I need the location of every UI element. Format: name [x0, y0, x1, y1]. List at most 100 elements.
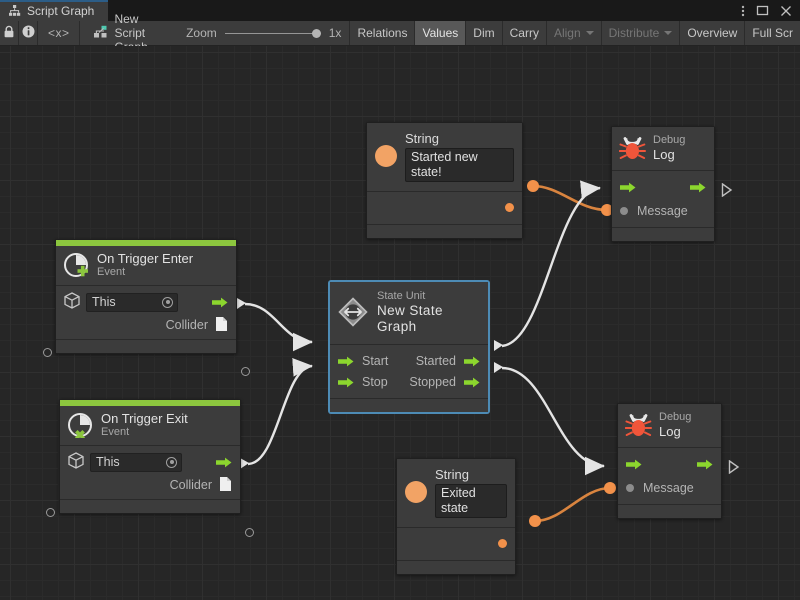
- event-target-input-port-enter[interactable]: [43, 348, 52, 357]
- message-input-port[interactable]: [626, 484, 634, 493]
- target-dropdown[interactable]: This: [86, 292, 178, 312]
- node-debug-log-top[interactable]: Debug Log Message: [611, 126, 715, 243]
- edge-trigger-exit-to-state-stop: [247, 358, 313, 466]
- chevron-down-icon: [585, 31, 594, 35]
- toolbar-button-relations-label: Relations: [357, 26, 408, 40]
- toolbar-button-align[interactable]: Align: [545, 21, 601, 45]
- close-icon[interactable]: [780, 5, 792, 17]
- node-debug-log-bottom[interactable]: Debug Log Message: [617, 403, 722, 520]
- collider-output-external-port-enter[interactable]: [241, 367, 250, 376]
- node-on-trigger-enter[interactable]: On Trigger Enter Event This: [55, 239, 237, 355]
- flow-output-port-stopped[interactable]: [464, 377, 480, 388]
- tab-script-graph[interactable]: Script Graph: [0, 0, 109, 21]
- event-accent-bar: [56, 240, 236, 246]
- graph-hierarchy-icon: [8, 4, 21, 17]
- toolbar-button-values[interactable]: Values: [414, 21, 466, 45]
- document-icon: [215, 316, 228, 335]
- zoom-value: 1x: [328, 26, 342, 40]
- edge-endpoint: [527, 180, 539, 192]
- target-dropdown-value: This: [92, 295, 116, 310]
- node-debug-log-bottom-message-label: Message: [643, 481, 694, 496]
- zoom-control[interactable]: Zoom 1x: [178, 21, 349, 45]
- node-debug-log-top-type: Debug: [653, 134, 686, 146]
- toolbar-button-dim[interactable]: Dim: [465, 21, 502, 45]
- more-options-icon[interactable]: [741, 4, 745, 18]
- flow-output-external-port-top[interactable]: [721, 183, 733, 197]
- code-view-button[interactable]: <x>: [38, 21, 81, 45]
- zoom-slider[interactable]: [224, 27, 321, 40]
- node-string-bottom[interactable]: String Exited state: [396, 458, 516, 575]
- event-plus-icon: [63, 252, 89, 278]
- value-output-port[interactable]: [505, 202, 514, 212]
- toolbar-button-distribute[interactable]: Distribute: [600, 21, 680, 45]
- flow-output-port[interactable]: [216, 457, 232, 468]
- script-graph-icon: [93, 25, 108, 42]
- node-footer: [612, 227, 714, 242]
- graph-canvas[interactable]: String Started new state! Debug Log: [0, 46, 800, 600]
- flow-input-port[interactable]: [626, 459, 642, 470]
- object-picker-icon[interactable]: [166, 456, 177, 468]
- toolbar-button-carry[interactable]: Carry: [501, 21, 546, 45]
- toolbar-button-fullscreen[interactable]: Full Scr: [744, 21, 800, 45]
- node-on-trigger-exit[interactable]: On Trigger Exit Event This: [59, 399, 241, 515]
- gameobject-cube-icon: [64, 292, 80, 312]
- value-output-port[interactable]: [498, 538, 507, 548]
- flow-output-port-started[interactable]: [464, 356, 480, 367]
- edge-string-to-debuglog-top: [532, 184, 608, 212]
- toolbar-button-relations[interactable]: Relations: [349, 21, 415, 45]
- node-state-unit-input-stop: Stop: [362, 375, 388, 390]
- info-icon: [22, 25, 35, 41]
- node-string-top[interactable]: String Started new state!: [366, 122, 523, 239]
- string-circle-icon: [375, 145, 397, 168]
- flow-input-port[interactable]: [620, 182, 636, 193]
- event-target-input-port-exit[interactable]: [46, 508, 55, 517]
- toolbar-button-carry-label: Carry: [509, 26, 539, 40]
- node-footer: [367, 223, 522, 238]
- node-footer: [397, 559, 515, 574]
- collider-output-external-port-exit[interactable]: [245, 528, 254, 537]
- target-dropdown[interactable]: This: [90, 452, 182, 472]
- breadcrumb[interactable]: New Script Graph: [89, 12, 178, 54]
- toolbar-button-overview-label: Overview: [687, 26, 738, 40]
- node-footer: [330, 397, 488, 412]
- toolbar-button-align-label: Align: [553, 26, 581, 40]
- node-on-trigger-enter-type: Event: [97, 266, 126, 279]
- node-string-bottom-value[interactable]: Exited state: [435, 484, 507, 518]
- target-dropdown-value: This: [96, 455, 120, 470]
- toolbar-button-values-label: Values: [422, 26, 459, 40]
- flow-input-port-stop[interactable]: [338, 377, 354, 388]
- flow-output-port[interactable]: [690, 182, 706, 193]
- node-state-unit[interactable]: State Unit New State Graph Start Started: [329, 281, 489, 413]
- toolbar-button-dim-label: Dim: [473, 26, 495, 40]
- toolbar-button-distribute-label: Distribute: [608, 26, 660, 40]
- zoom-slider-knob[interactable]: [311, 28, 321, 38]
- node-state-unit-type: State Unit: [377, 290, 426, 302]
- toolbar-button-overview[interactable]: Overview: [679, 21, 745, 45]
- node-on-trigger-exit-type: Event: [101, 426, 130, 439]
- info-button[interactable]: [19, 21, 39, 45]
- node-debug-log-bottom-name: Log: [659, 423, 681, 439]
- maximize-icon[interactable]: [756, 5, 769, 16]
- node-footer: [60, 499, 240, 514]
- node-string-top-value[interactable]: Started new state!: [405, 148, 514, 182]
- chevron-down-icon: [664, 31, 673, 35]
- object-picker-icon[interactable]: [162, 296, 173, 308]
- node-on-trigger-exit-collider-label: Collider: [169, 478, 212, 493]
- document-icon: [219, 476, 232, 495]
- flow-input-port-start[interactable]: [338, 356, 354, 367]
- node-debug-log-bottom-type: Debug: [659, 411, 692, 423]
- node-footer: [56, 339, 236, 354]
- gameobject-cube-icon: [68, 452, 84, 472]
- edge-source-arrow: [240, 458, 249, 469]
- lock-button[interactable]: [0, 21, 20, 45]
- message-input-port[interactable]: [620, 207, 628, 216]
- flow-output-port[interactable]: [212, 297, 228, 308]
- code-brackets-icon: <x>: [48, 26, 70, 40]
- node-string-bottom-type: String: [435, 467, 469, 482]
- event-cross-icon: [67, 412, 93, 439]
- edge-source-arrow: [494, 340, 503, 351]
- node-footer: [618, 504, 721, 519]
- flow-output-port[interactable]: [697, 459, 713, 470]
- flow-output-external-port-bottom[interactable]: [728, 460, 740, 474]
- node-state-unit-name: New State Graph: [377, 302, 443, 334]
